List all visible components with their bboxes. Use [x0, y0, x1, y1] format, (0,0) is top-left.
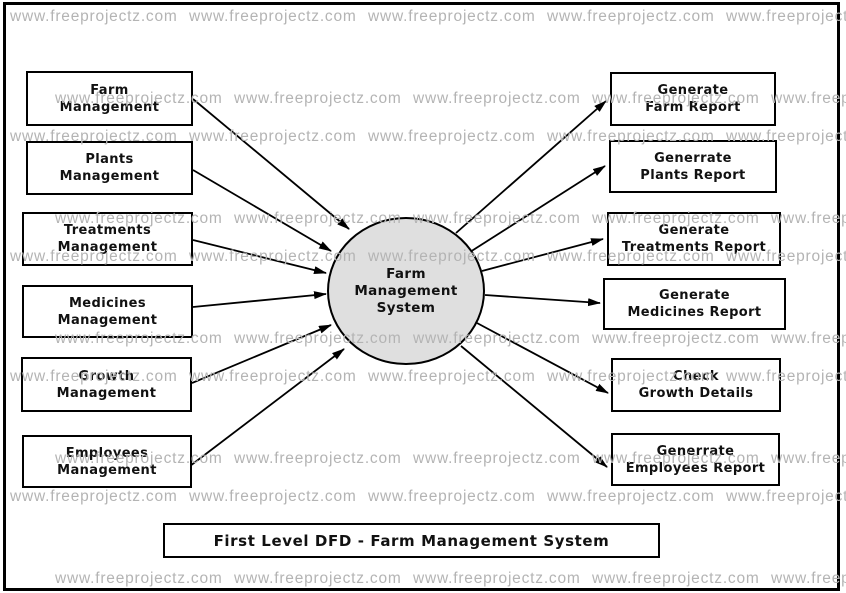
arrow-farm-to-process: [192, 98, 350, 230]
output-label-line: Treatments Report: [621, 240, 767, 255]
output-check-growth-details: Check Growth Details: [611, 358, 781, 412]
entity-label-line: Management: [57, 240, 158, 255]
entity-farm-management: Farm Management: [26, 71, 193, 126]
diagram-title-box: First Level DFD - Farm Management System: [163, 523, 660, 558]
arrow-plants-to-process: [192, 169, 332, 252]
entity-label-line: Management: [59, 169, 160, 184]
output-generate-treatments-report: Generate Treatments Report: [607, 212, 781, 266]
entity-treatments-management: Treatments Management: [22, 212, 193, 266]
arrow-process-to-farm-report: [455, 100, 607, 234]
entity-growth-management: Growth Management: [21, 357, 192, 412]
arrow-treatments-to-process: [192, 239, 327, 274]
output-generate-plants-report: Generrate Plants Report: [609, 140, 777, 193]
entity-label-line: Medicines: [68, 295, 147, 311]
output-label-line: Employees Report: [625, 460, 766, 476]
arrow-process-to-plants-report: [469, 165, 606, 253]
process-label-line: Management: [354, 282, 458, 299]
output-label-line: Growth Details: [638, 386, 754, 401]
entity-medicines-management: Medicines Management: [22, 285, 193, 338]
entity-label-line: Management: [59, 99, 160, 115]
entity-label-line: Management: [56, 385, 157, 401]
process-label-line: Farm: [386, 265, 426, 282]
entity-label-line: Treatments: [63, 223, 152, 238]
entity-label-line: Management: [57, 462, 157, 478]
entity-label-line: Growth: [78, 368, 135, 384]
arrow-employees-to-process: [189, 348, 345, 467]
output-label-line: Medicines Report: [627, 305, 762, 320]
arrow-process-to-treatments-report: [481, 238, 604, 272]
output-label-line: Generate: [658, 223, 730, 238]
output-label-line: Generrate: [656, 443, 735, 459]
output-generate-employees-report: Generrate Employees Report: [611, 433, 780, 486]
arrow-process-to-medicines-report: [484, 294, 601, 307]
entity-employees-management: Employees Management: [22, 435, 192, 488]
entity-label-line: Farm: [90, 82, 129, 98]
output-label-line: Check: [673, 369, 719, 384]
output-label-line: Generate: [657, 83, 729, 98]
output-label-line: Plants Report: [640, 167, 746, 183]
arrow-medicines-to-process: [192, 291, 327, 308]
arrow-process-to-growth-details: [476, 322, 609, 394]
entity-label-line: Employees: [65, 445, 149, 461]
entity-plants-management: Plants Management: [26, 141, 193, 195]
output-generate-medicines-report: Generate Medicines Report: [603, 278, 786, 330]
output-label-line: Generate: [659, 288, 730, 303]
entity-label-line: Management: [57, 312, 158, 328]
process-label-line: System: [376, 299, 436, 316]
output-label-line: Generrate: [654, 150, 732, 166]
process-farm-management-system: Farm Management System: [327, 217, 485, 365]
output-generate-farm-report: Generate Farm Report: [610, 72, 776, 126]
diagram-title: First Level DFD - Farm Management System: [213, 531, 610, 550]
entity-label-line: Plants: [85, 152, 134, 167]
arrow-growth-to-process: [191, 324, 332, 384]
outer-border: [3, 2, 840, 591]
output-label-line: Farm Report: [645, 100, 741, 115]
arrow-process-to-employees-report: [460, 345, 608, 468]
